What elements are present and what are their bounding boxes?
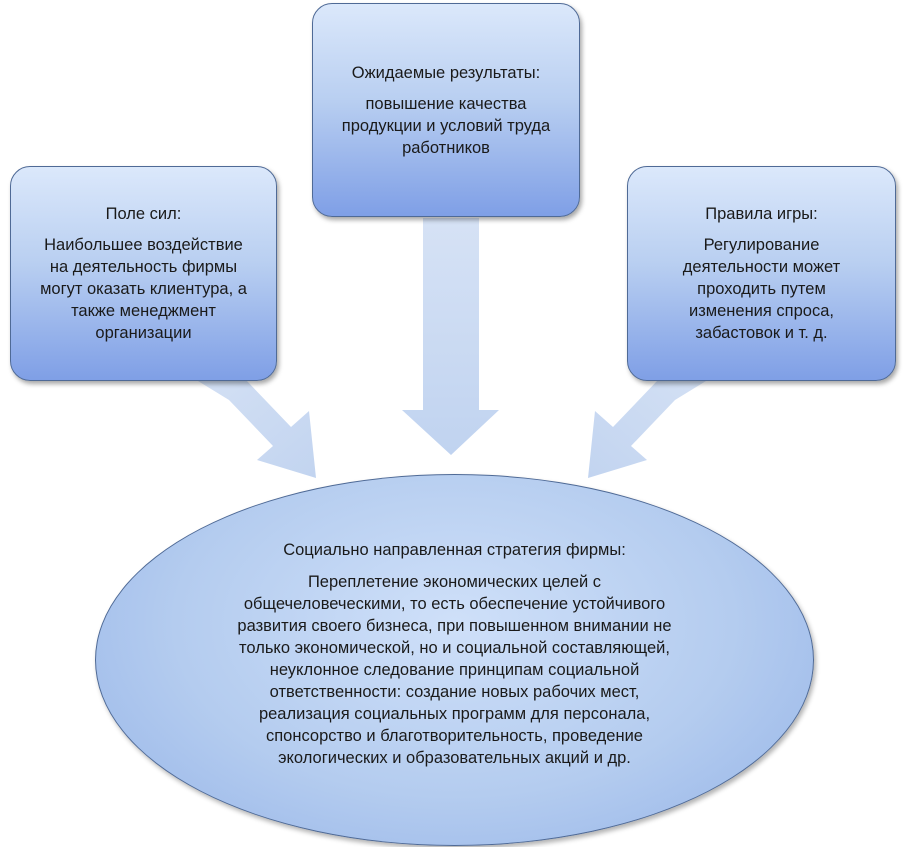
force-field-title: Поле сил:: [105, 205, 182, 223]
strategy-ellipse: Социально направленная стратегия фирмы: …: [95, 474, 814, 846]
expected-results-text: повышение качества продукции и условий т…: [341, 94, 551, 157]
rules-of-game-text: Регулирование деятельности может проходи…: [682, 236, 841, 342]
rules-of-game-title: Правила игры:: [705, 205, 818, 223]
strategy-title: Социально направленная стратегия фирмы:: [283, 541, 626, 559]
right-arrow: [588, 381, 706, 478]
rules-of-game-box: Правила игры: Регулирование деятельности…: [627, 166, 896, 381]
force-field-text: Наибольшее воздействие на деятельность ф…: [40, 236, 247, 342]
left-arrow: [198, 381, 316, 478]
expected-results-box: Ожидаемые результаты: повышение качества…: [312, 3, 580, 217]
center-arrow: [402, 218, 499, 455]
force-field-box: Поле сил: Наибольшее воздействие на деят…: [10, 166, 277, 381]
strategy-text: Переплетение экономических целей с общеч…: [237, 573, 672, 767]
expected-results-title: Ожидаемые результаты:: [351, 63, 541, 82]
